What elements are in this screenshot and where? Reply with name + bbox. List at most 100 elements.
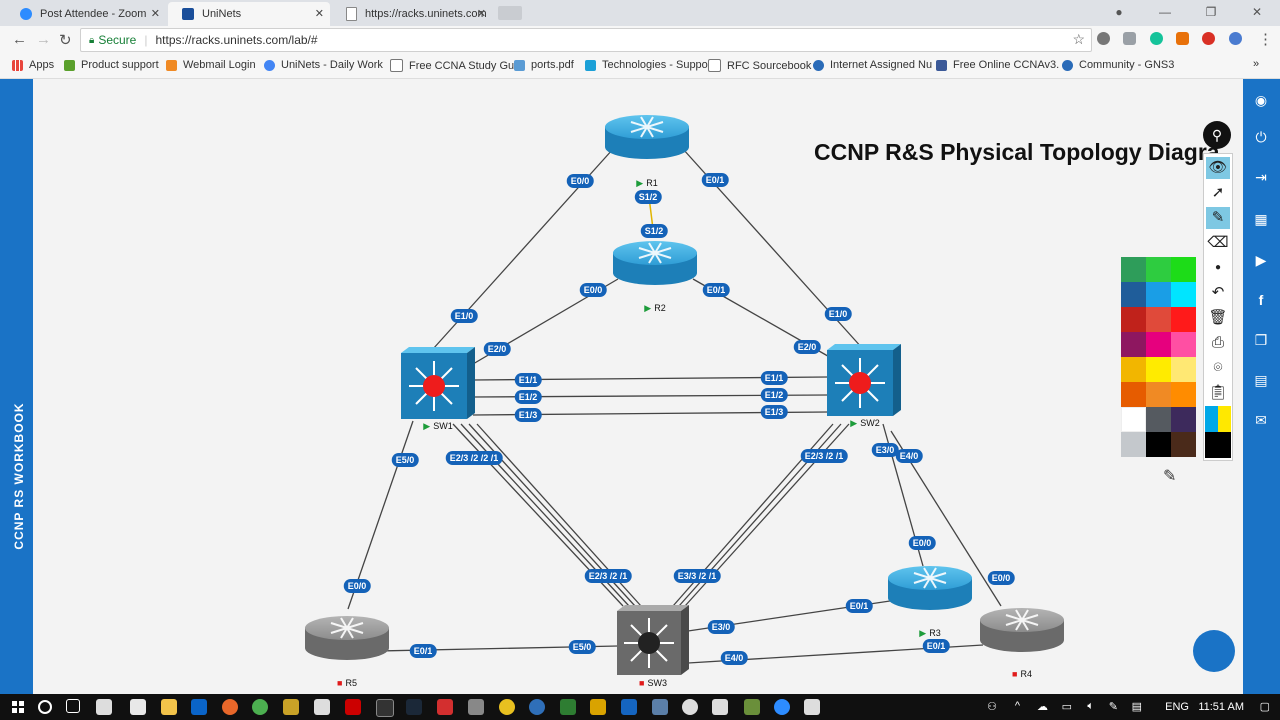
calendar-icon[interactable]: ▤	[1254, 372, 1268, 388]
maps-icon[interactable]	[682, 699, 698, 715]
undo-icon[interactable]: ↶	[1211, 284, 1225, 301]
marker-icon[interactable]: ⚲	[1203, 121, 1231, 149]
close-icon[interactable]: ✕	[150, 8, 160, 20]
router-r1-icon[interactable]	[605, 115, 689, 159]
close-icon[interactable]: ✕	[476, 8, 486, 20]
grid-icon[interactable]: ▦	[1254, 211, 1268, 227]
toggle-icon[interactable]: ◉	[1254, 92, 1268, 108]
color-swatch[interactable]	[1171, 257, 1196, 282]
zoom-icon[interactable]	[774, 699, 790, 715]
app-icon[interactable]	[652, 699, 668, 715]
keyboard-icon[interactable]: ▤	[1131, 701, 1142, 713]
color-swatch[interactable]	[1146, 257, 1171, 282]
close-icon[interactable]: ✕	[314, 8, 324, 20]
trash-icon[interactable]: 🗑︎	[1208, 309, 1228, 326]
color-swatch[interactable]	[1171, 332, 1196, 357]
cursor-icon[interactable]: ➚	[1211, 184, 1225, 201]
color-swatch[interactable]	[1171, 382, 1196, 407]
color-swatch[interactable]	[1146, 282, 1171, 307]
color-swatch[interactable]	[1121, 282, 1146, 307]
clock[interactable]: 11:51 AM	[1198, 701, 1244, 713]
tab-zoom[interactable]: Post Attendee - Zoom ✕	[6, 2, 166, 26]
color-swatch[interactable]	[1121, 432, 1146, 457]
chevron-up-icon[interactable]: ^	[1014, 700, 1020, 712]
globe-icon[interactable]	[1229, 32, 1242, 45]
tab-uninets[interactable]: UniNets ✕	[168, 2, 330, 26]
app-icon[interactable]	[283, 699, 299, 715]
bookmark-apps[interactable]: Apps	[12, 59, 54, 71]
firefox-icon[interactable]	[222, 699, 238, 715]
app-icon[interactable]	[529, 699, 545, 715]
eraser-icon[interactable]: ⌫	[1207, 234, 1229, 251]
dot-icon[interactable]: ●	[1214, 262, 1222, 273]
app-icon[interactable]	[744, 699, 760, 715]
calculator-icon[interactable]	[96, 699, 112, 715]
color-swatch[interactable]	[1146, 407, 1171, 432]
notification-icon[interactable]: ▢	[1259, 701, 1270, 713]
app-icon[interactable]	[712, 699, 728, 715]
router-r3-icon[interactable]	[888, 566, 972, 610]
extension-icon[interactable]	[1097, 32, 1110, 45]
outlook-icon[interactable]	[191, 699, 207, 715]
network-icon[interactable]: ▭	[1061, 701, 1072, 713]
app-icon[interactable]	[376, 699, 394, 717]
bookmark-gns3[interactable]: Community - GNS3	[1062, 59, 1174, 71]
youtube-icon[interactable]: ▶	[1255, 252, 1267, 268]
color-swatch[interactable]	[1171, 282, 1196, 307]
acrobat-icon[interactable]	[437, 699, 453, 715]
eye-icon[interactable]: 👁︎	[1206, 157, 1230, 179]
power-icon[interactable]: ⏻	[1255, 129, 1267, 145]
bookmark-ccna-guide[interactable]: Free CCNA Study Gui	[390, 59, 517, 72]
steam-icon[interactable]	[406, 699, 422, 715]
router-r5-icon[interactable]	[305, 616, 389, 660]
address-bar[interactable]: 🔒︎ Secure | https://racks.uninets.com/la…	[80, 28, 1092, 52]
switch-sw3-icon[interactable]	[617, 605, 689, 675]
signout-icon[interactable]: ⇥	[1255, 169, 1267, 185]
extension-icon[interactable]	[1176, 32, 1189, 45]
app-icon[interactable]	[499, 699, 515, 715]
switch-sw1-icon[interactable]	[401, 347, 475, 419]
color-swatch[interactable]	[1146, 357, 1171, 382]
color-swatch[interactable]	[1121, 407, 1146, 432]
color-swatch[interactable]	[1146, 382, 1171, 407]
lab-canvas[interactable]: ▶R1 ▶R2 ▶R3 ■R4 ■R5 ▶SW1 ▶SW2 ■SW3 E0/0 …	[33, 79, 1243, 694]
color-swatch-black[interactable]	[1205, 432, 1231, 458]
explorer-icon[interactable]	[161, 699, 177, 715]
volume-icon[interactable]: 🔈︎	[1087, 700, 1094, 712]
block-icon[interactable]	[1202, 32, 1215, 45]
search-icon[interactable]	[38, 700, 52, 714]
color-swatch[interactable]	[1121, 332, 1146, 357]
new-tab-button[interactable]	[498, 6, 522, 20]
mail-icon[interactable]	[130, 699, 146, 715]
app-icon[interactable]	[560, 699, 576, 715]
color-swatch-current[interactable]	[1205, 406, 1231, 432]
color-swatch[interactable]	[1146, 332, 1171, 357]
router-r4-icon[interactable]	[980, 608, 1064, 652]
netflix-icon[interactable]	[345, 699, 361, 715]
cloud-icon[interactable]: ☁	[1037, 701, 1048, 713]
app-icon[interactable]	[468, 699, 484, 715]
color-swatch[interactable]	[1121, 307, 1146, 332]
color-swatch[interactable]	[1146, 432, 1171, 457]
more-bookmarks-icon[interactable]: »	[1253, 58, 1260, 70]
pen-icon[interactable]: ✎	[1206, 207, 1230, 229]
bookmark-star-icon[interactable]: ☆	[1072, 31, 1085, 47]
app-icon[interactable]	[314, 699, 330, 715]
reload-icon[interactable]: ↻	[59, 32, 72, 49]
bookmark-ports[interactable]: ports.pdf	[514, 59, 574, 71]
shield-icon[interactable]	[1123, 32, 1136, 45]
color-swatch[interactable]	[1146, 307, 1171, 332]
facebook-icon[interactable]: f	[1258, 292, 1264, 308]
tab-racks[interactable]: https://racks.uninets.com ✕	[332, 2, 492, 26]
windows-start-icon[interactable]	[12, 701, 24, 713]
color-swatch[interactable]	[1121, 382, 1146, 407]
bookmark-uninets[interactable]: UniNets - Daily Work	[264, 59, 383, 71]
pen-tray-icon[interactable]: ✎	[1108, 701, 1118, 713]
color-swatch[interactable]	[1171, 407, 1196, 432]
close-window-icon[interactable]: ✕	[1251, 5, 1263, 19]
profile-icon[interactable]: ●	[1115, 5, 1123, 19]
color-swatch[interactable]	[1171, 432, 1196, 457]
task-view-icon[interactable]	[66, 699, 80, 713]
app-icon[interactable]	[590, 699, 606, 715]
forward-icon[interactable]: →	[36, 31, 51, 48]
